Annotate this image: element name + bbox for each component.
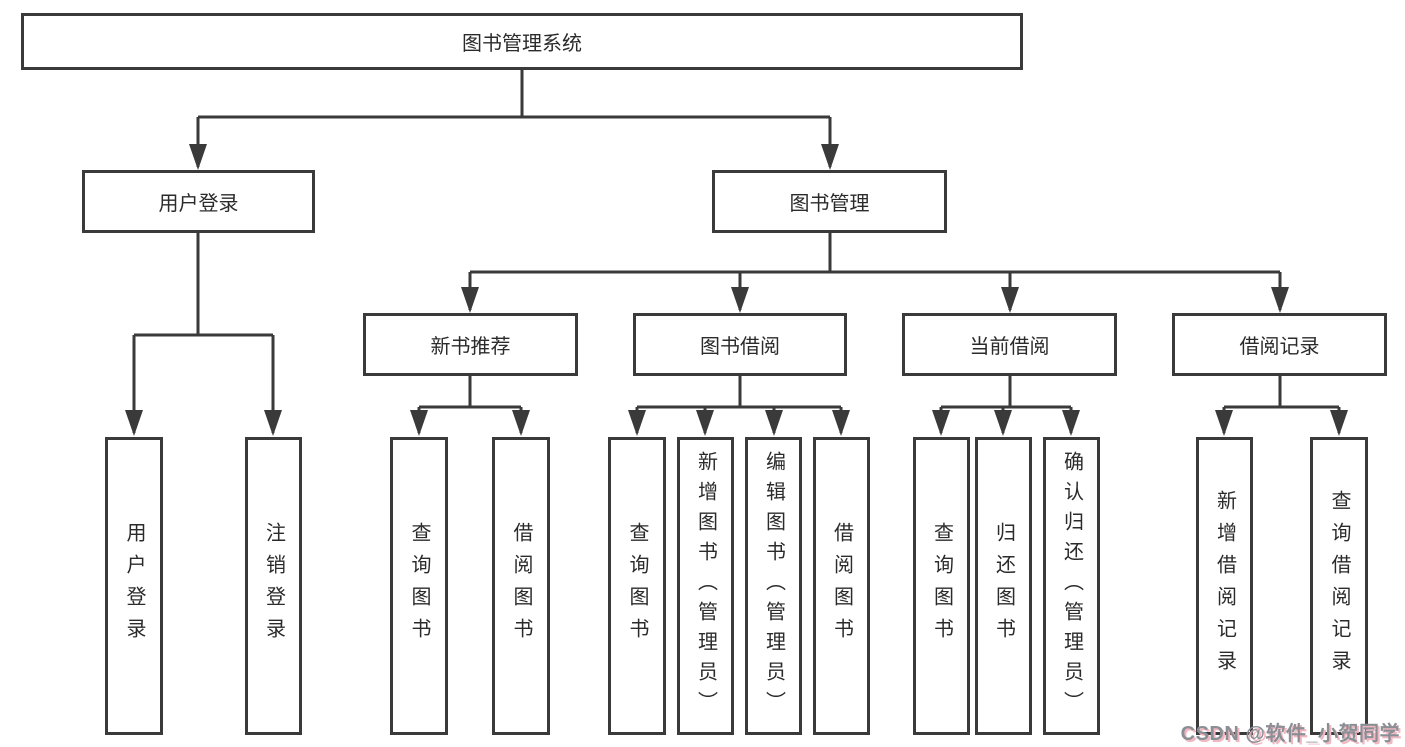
leaf-query-book-current-label: 查询图书 <box>930 522 953 650</box>
leaf-add-book-admin: 新增图书（管理员） <box>677 437 734 735</box>
leaf-borrow-book-recommend-label: 借阅图书 <box>510 522 532 650</box>
node-root: 图书管理系统 <box>21 13 1023 70</box>
leaf-query-book-recommend: 查询图书 <box>390 437 448 735</box>
leaf-query-book-recommend-label: 查询图书 <box>408 522 430 650</box>
leaf-borrow-book-recommend: 借阅图书 <box>492 437 550 735</box>
csdn-watermark: CSDN @软件_小贺同学 <box>1180 723 1400 745</box>
node-book-borrow-label: 图书借阅 <box>700 336 780 358</box>
leaf-query-book-borrow: 查询图书 <box>608 437 666 735</box>
node-user-login-label: 用户登录 <box>158 193 239 215</box>
leaf-add-book-admin-label: 新增图书（管理员） <box>694 451 717 721</box>
node-user-login: 用户登录 <box>82 170 315 233</box>
leaf-logout: 注销登录 <box>245 437 302 735</box>
node-book-management: 图书管理 <box>712 170 947 233</box>
node-root-label: 图书管理系统 <box>462 33 582 55</box>
leaf-query-borrow-record: 查询借阅记录 <box>1310 437 1368 735</box>
leaf-add-borrow-record: 新增借阅记录 <box>1196 437 1253 735</box>
leaf-logout-label: 注销登录 <box>262 522 285 650</box>
leaf-add-borrow-record-label: 新增借阅记录 <box>1213 490 1236 682</box>
node-new-book-recommend: 新书推荐 <box>363 313 578 376</box>
leaf-query-book-current: 查询图书 <box>913 437 970 735</box>
leaf-user-login: 用户登录 <box>105 437 163 735</box>
leaf-confirm-return-admin-label: 确认归还（管理员） <box>1060 451 1083 721</box>
leaf-return-book: 归还图书 <box>975 437 1032 735</box>
leaf-edit-book-admin: 编辑图书（管理员） <box>745 437 802 735</box>
leaf-query-book-borrow-label: 查询图书 <box>626 522 648 650</box>
leaf-user-login-label: 用户登录 <box>123 522 145 650</box>
node-new-book-recommend-label: 新书推荐 <box>430 336 511 358</box>
node-borrow-records-label: 借阅记录 <box>1239 336 1320 358</box>
leaf-borrow-book-borrow: 借阅图书 <box>813 437 870 735</box>
node-current-borrow: 当前借阅 <box>902 313 1117 376</box>
leaf-confirm-return-admin: 确认归还（管理员） <box>1043 437 1100 735</box>
node-book-borrow: 图书借阅 <box>633 313 847 376</box>
leaf-query-borrow-record-label: 查询借阅记录 <box>1328 490 1350 682</box>
node-book-management-label: 图书管理 <box>789 193 870 215</box>
node-current-borrow-label: 当前借阅 <box>969 336 1050 358</box>
node-borrow-records: 借阅记录 <box>1172 313 1387 376</box>
leaf-borrow-book-borrow-label: 借阅图书 <box>830 522 853 650</box>
leaf-return-book-label: 归还图书 <box>992 522 1015 650</box>
leaf-edit-book-admin-label: 编辑图书（管理员） <box>762 451 785 721</box>
